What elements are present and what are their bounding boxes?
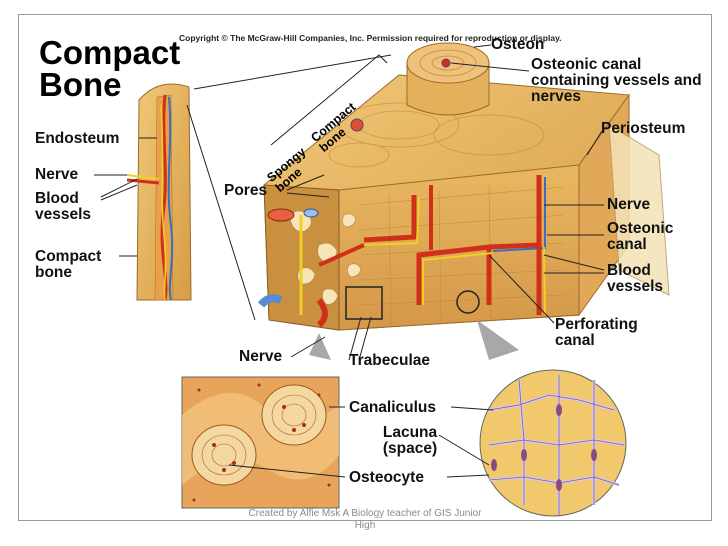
label-blood-vessels-left: Blood vessels — [35, 190, 92, 223]
label-blood-vessels-right: Blood vessels — [607, 262, 664, 295]
leader-lines — [94, 44, 605, 478]
label-nerve-bottom: Nerve — [239, 348, 283, 365]
label-nerve-right: Nerve — [607, 196, 651, 213]
label-perforating-canal: Perforating canal — [555, 316, 638, 349]
label-osteonic-canal: Osteonic canal — [607, 220, 674, 253]
label-endosteum: Endosteum — [35, 130, 120, 147]
label-periosteum: Periosteum — [601, 120, 686, 137]
long-bone-section — [126, 83, 192, 301]
bone-block — [257, 42, 670, 360]
label-compact-bone-left: Compact bone — [35, 248, 102, 281]
bone-illustration — [94, 42, 670, 517]
diagram-frame: Copyright © The McGraw-Hill Companies, I… — [18, 14, 712, 521]
copyright-notice: Copyright © The McGraw-Hill Companies, I… — [179, 33, 562, 43]
label-osteocyte: Osteocyte — [349, 469, 424, 486]
trabeculae-micrograph — [181, 376, 340, 509]
label-pores: Pores — [224, 182, 268, 199]
diagram-title: Compact Bone — [39, 34, 181, 103]
label-lacuna: Lacuna (space) — [382, 424, 438, 457]
credit-watermark: Created by Alfie Msk A Biology teacher o… — [248, 508, 482, 531]
lacuna-micrograph — [479, 369, 627, 517]
label-canaliculus: Canaliculus — [349, 399, 436, 416]
label-osteon: Osteon — [491, 36, 545, 53]
label-osteonic-canal-vessels: Osteonic canal containing vessels and ne… — [531, 56, 702, 105]
label-nerve-left: Nerve — [35, 166, 79, 183]
label-trabeculae: Trabeculae — [349, 352, 430, 369]
